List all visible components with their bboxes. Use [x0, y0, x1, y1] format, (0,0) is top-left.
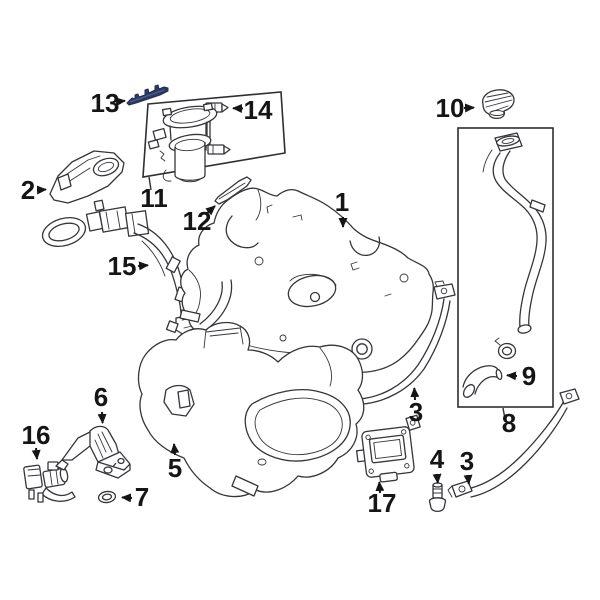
level-sensor-rod-drawing — [214, 176, 252, 205]
strap-bolt-drawing — [428, 482, 447, 513]
callout-16-label: 16 — [22, 420, 51, 450]
callout-6-label: 6 — [94, 382, 108, 412]
callout-5[interactable]: 5 — [168, 443, 182, 483]
callout-6[interactable]: 6 — [94, 382, 108, 424]
callout-9-label: 9 — [522, 361, 536, 391]
callout-4-label: 4 — [430, 444, 445, 474]
callout-9[interactable]: 9 — [506, 361, 536, 391]
callout-16[interactable]: 16 — [22, 420, 51, 460]
callout-8-label: 8 — [502, 408, 516, 438]
tank-strap-right-drawing — [447, 388, 580, 498]
callout-7-label: 7 — [135, 482, 149, 512]
callout-11[interactable]: 11 — [140, 176, 168, 213]
callout-15[interactable]: 15 — [108, 251, 149, 281]
tank-shield-bracket-drawing — [49, 150, 125, 204]
callout-15-label: 15 — [108, 251, 137, 281]
fuel-filler-cap-drawing — [482, 89, 515, 120]
callout-3-right-label: 3 — [460, 446, 474, 476]
callout-7[interactable]: 7 — [121, 482, 149, 512]
callout-1-label: 1 — [335, 187, 349, 217]
pump-control-module-drawing — [355, 414, 421, 483]
callout-2[interactable]: 2 — [21, 175, 47, 205]
callout-13[interactable]: 13 — [91, 88, 126, 118]
tank-skid-plate-drawing — [137, 321, 365, 498]
callout-12[interactable]: 12 — [183, 205, 216, 236]
fuel-tank-drawing — [179, 187, 435, 373]
fuel-pump-module-drawing — [142, 91, 286, 183]
seal-grommet-drawing — [97, 490, 117, 504]
callout-3-center[interactable]: 3 — [409, 387, 423, 427]
fuel-filler-pipe-drawing — [457, 127, 554, 408]
vapor-valve-drawing — [23, 461, 76, 503]
callout-2-label: 2 — [21, 175, 35, 205]
filler-hose-drawing — [462, 365, 503, 398]
callout-14[interactable]: 14 — [232, 95, 273, 125]
callout-10-label: 10 — [436, 93, 465, 123]
callout-1[interactable]: 1 — [335, 187, 349, 228]
callout-3-right[interactable]: 3 — [460, 446, 474, 485]
callout-4[interactable]: 4 — [430, 444, 445, 484]
callout-8[interactable]: 8 — [502, 407, 516, 438]
callout-11-label: 11 — [140, 183, 168, 213]
callout-3-center-label: 3 — [409, 397, 423, 427]
callout-17-label: 17 — [368, 488, 397, 518]
callout-10[interactable]: 10 — [436, 93, 475, 123]
callout-5-label: 5 — [168, 453, 182, 483]
callout-14-label: 14 — [244, 95, 273, 125]
pump-retainer-clip-highlighted-drawing — [126, 84, 169, 106]
callout-12-label: 12 — [183, 206, 212, 236]
callout-17[interactable]: 17 — [368, 481, 397, 518]
support-bracket-drawing — [55, 425, 131, 479]
callout-13-label: 13 — [91, 88, 120, 118]
pipe-clamp-drawing — [494, 337, 517, 360]
